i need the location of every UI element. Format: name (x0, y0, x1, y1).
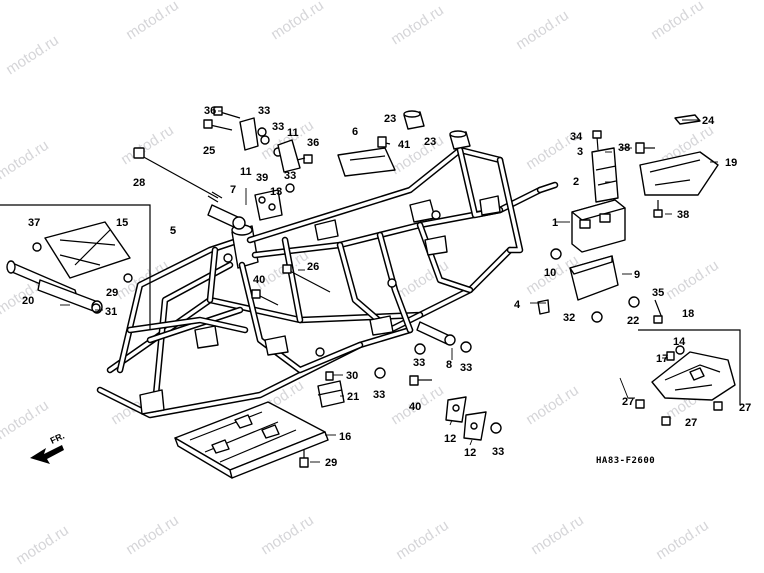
callout-label: 40 (409, 401, 421, 413)
callout-label: 3 (577, 146, 583, 158)
watermark: motod.ru (663, 257, 722, 304)
callout-label: 12 (464, 447, 476, 459)
watermark: motod.ru (123, 512, 182, 559)
callout-label: 34 (570, 131, 583, 143)
watermark: motod.ru (523, 382, 582, 429)
bolt-8 (416, 321, 456, 346)
callout-label: 39 (256, 172, 268, 184)
callout-label: 38 (677, 209, 689, 221)
callout-label: 33 (258, 105, 270, 117)
spacer-7 (207, 204, 246, 230)
leader-lines (60, 110, 718, 463)
callout-label: 38 (618, 142, 630, 154)
watermark: motod.ru (0, 137, 52, 184)
callout-label: 12 (444, 433, 456, 445)
skid-plate (174, 401, 329, 479)
callout-label: 30 (346, 370, 358, 382)
callout-label: 11 (240, 166, 252, 178)
callout-label: 15 (116, 217, 128, 229)
callout-label: 4 (514, 299, 521, 311)
watermark: motod.ru (648, 0, 707, 43)
callout-label: 13 (270, 186, 282, 198)
callout-label: 11 (287, 127, 299, 139)
watermark: motod.ru (513, 7, 572, 54)
callout-label: 28 (133, 177, 145, 189)
callout-label: 2 (573, 176, 579, 188)
callout-label: 8 (446, 359, 452, 371)
callout-label: 35 (652, 287, 664, 299)
callout-label: 36 (307, 137, 319, 149)
callout-label: 9 (634, 269, 640, 281)
watermark: motod.ru (388, 2, 447, 49)
callout-label: 29 (325, 457, 337, 469)
watermark: motod.ru (393, 517, 452, 564)
callout-label: 23 (384, 113, 396, 125)
callout-label: 16 (339, 431, 351, 443)
watermark: motod.ru (268, 0, 327, 43)
callout-label: 10 (544, 267, 556, 279)
callout-label: 33 (272, 121, 284, 133)
callout-label: 18 (682, 308, 694, 320)
callout-label: 21 (347, 391, 359, 403)
callout-label: 33 (492, 446, 504, 458)
callout-label: 19 (725, 157, 737, 169)
callout-label: 32 (563, 312, 575, 324)
callout-label: 37 (28, 217, 40, 229)
watermark: motod.ru (113, 257, 172, 304)
callout-label: 20 (22, 295, 34, 307)
callout-label: 23 (424, 136, 436, 148)
front-bracket-box (0, 204, 151, 330)
front-direction-arrow: FR. (30, 431, 66, 464)
watermark: motod.ru (653, 517, 712, 564)
callout-label: 33 (460, 362, 472, 374)
callout-label: 33 (284, 170, 296, 182)
watermark: motod.ru (123, 0, 182, 43)
watermark: motod.ru (3, 32, 62, 79)
callout-label: 27 (739, 402, 751, 414)
callout-label: 25 (203, 145, 215, 157)
diagram-code: HA83-F2600 (596, 456, 655, 466)
right-parts (537, 130, 741, 426)
callout-label: 40 (253, 274, 265, 286)
callout-label: 24 (702, 115, 715, 127)
callout-label: 27 (622, 396, 634, 408)
callout-label: 27 (685, 417, 697, 429)
callout-label: 22 (627, 315, 639, 327)
top-parts (203, 106, 701, 221)
main-frame (96, 146, 559, 419)
callout-label: 41 (398, 139, 410, 151)
callout-label: 29 (106, 287, 118, 299)
watermark: motod.ru (0, 397, 52, 444)
callout-label: 7 (230, 184, 236, 196)
direction-label: FR. (49, 431, 66, 446)
callout-label: 31 (105, 306, 117, 318)
watermark: motod.ru (118, 122, 177, 169)
callout-label: 26 (307, 261, 319, 273)
watermark: motod.ru (528, 512, 587, 559)
callout-label: 17 (656, 353, 668, 365)
callout-label: 1 (552, 217, 558, 229)
bolt-26 (282, 264, 331, 293)
watermark: motod.ru (258, 512, 317, 559)
callout-label: 5 (170, 225, 176, 237)
callout-label: 6 (352, 126, 358, 138)
long-bolt-28 (133, 147, 223, 203)
callout-label: 36 (204, 105, 216, 117)
watermark: motod.ru (13, 522, 72, 569)
callout-label: 14 (673, 336, 686, 348)
callout-label: 33 (413, 357, 425, 369)
callout-labels: 36 33 33 11 11 36 25 13 39 33 23 6 41 23… (22, 105, 751, 469)
lower-center-parts (251, 289, 502, 468)
callout-label: 33 (373, 389, 385, 401)
